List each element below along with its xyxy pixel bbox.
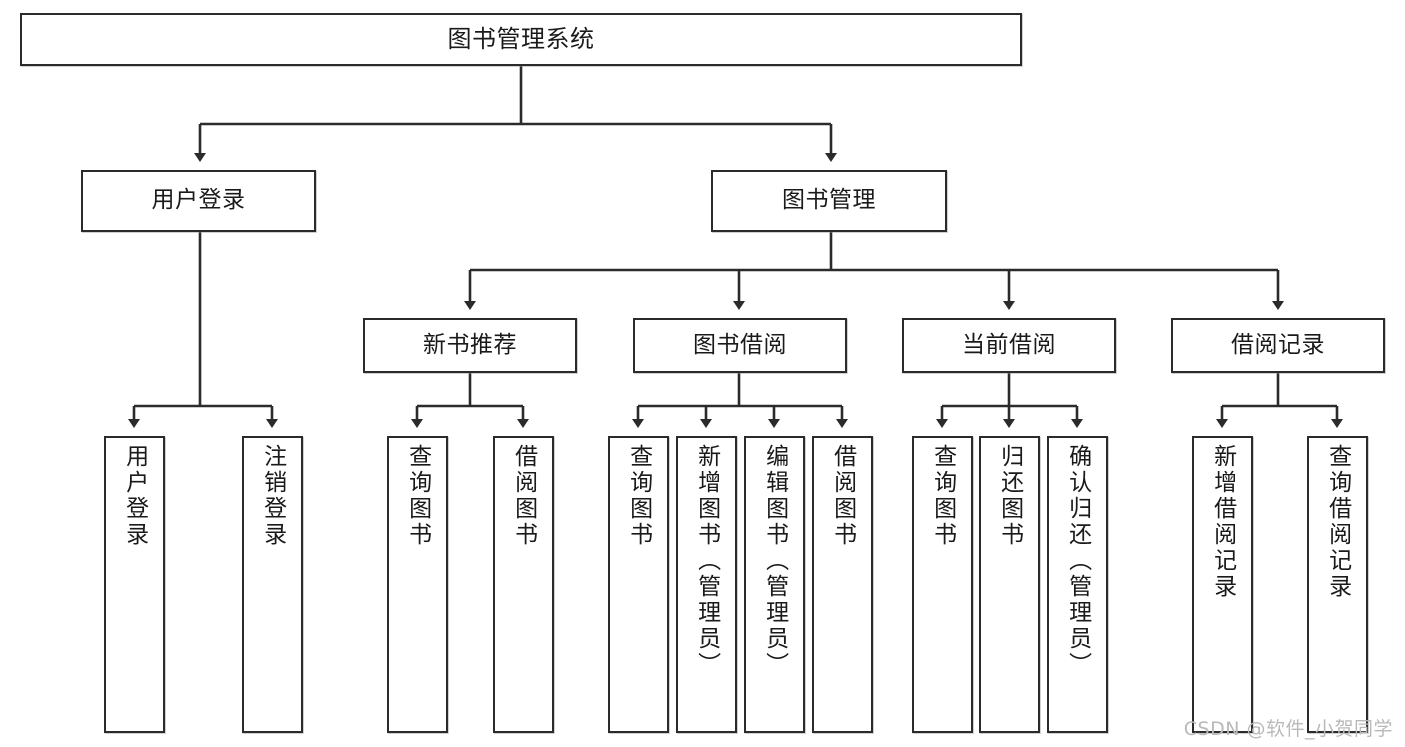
node-leaf-add-book[interactable]: 新增图书（管理员）: [676, 436, 737, 733]
node-label: 注销登录: [259, 444, 286, 548]
node-new-book-recommend[interactable]: 新书推荐: [363, 318, 577, 373]
node-label: 查询图书: [404, 444, 431, 548]
node-leaf-borrow-book-1[interactable]: 借阅图书: [493, 436, 554, 733]
node-leaf-add-record[interactable]: 新增借阅记录: [1192, 436, 1253, 733]
node-book-borrow[interactable]: 图书借阅: [633, 318, 847, 373]
node-label: 新增图书（管理员）: [693, 444, 720, 678]
node-label: 编辑图书（管理员）: [761, 444, 788, 678]
node-user-login[interactable]: 用户登录: [81, 170, 316, 232]
node-label: 用户登录: [121, 444, 148, 548]
node-leaf-query-record[interactable]: 查询借阅记录: [1307, 436, 1368, 733]
node-label: 查询图书: [929, 444, 956, 548]
node-leaf-user-login[interactable]: 用户登录: [104, 436, 165, 733]
node-label: 借阅图书: [829, 444, 856, 548]
node-leaf-query-book-1[interactable]: 查询图书: [387, 436, 448, 733]
node-leaf-return-book[interactable]: 归还图书: [979, 436, 1040, 733]
node-label: 图书借阅: [693, 331, 787, 358]
node-label: 图书管理: [782, 187, 876, 214]
node-label: 归还图书: [996, 444, 1023, 548]
node-root-book-management-system[interactable]: 图书管理系统: [20, 13, 1022, 66]
node-label: 新书推荐: [423, 331, 517, 358]
node-label: 图书管理系统: [447, 25, 595, 54]
node-label: 借阅记录: [1231, 331, 1325, 358]
node-leaf-borrow-book-2[interactable]: 借阅图书: [812, 436, 873, 733]
node-book-manage[interactable]: 图书管理: [711, 170, 947, 232]
node-label: 当前借阅: [962, 331, 1056, 358]
node-borrow-record[interactable]: 借阅记录: [1171, 318, 1385, 373]
csdn-watermark: CSDN @软件_小贺同学: [1183, 718, 1393, 740]
node-leaf-query-book-2[interactable]: 查询图书: [608, 436, 669, 733]
node-current-borrow[interactable]: 当前借阅: [902, 318, 1116, 373]
node-label: 确认归还（管理员）: [1064, 444, 1091, 678]
node-label: 借阅图书: [510, 444, 537, 548]
node-label: 用户登录: [151, 187, 246, 214]
node-leaf-query-book-3[interactable]: 查询图书: [912, 436, 973, 733]
node-leaf-logout[interactable]: 注销登录: [242, 436, 303, 733]
node-label: 查询图书: [625, 444, 652, 548]
node-label: 新增借阅记录: [1209, 444, 1236, 600]
node-leaf-edit-book[interactable]: 编辑图书（管理员）: [744, 436, 805, 733]
node-leaf-confirm-return[interactable]: 确认归还（管理员）: [1047, 436, 1108, 733]
node-label: 查询借阅记录: [1324, 444, 1351, 600]
